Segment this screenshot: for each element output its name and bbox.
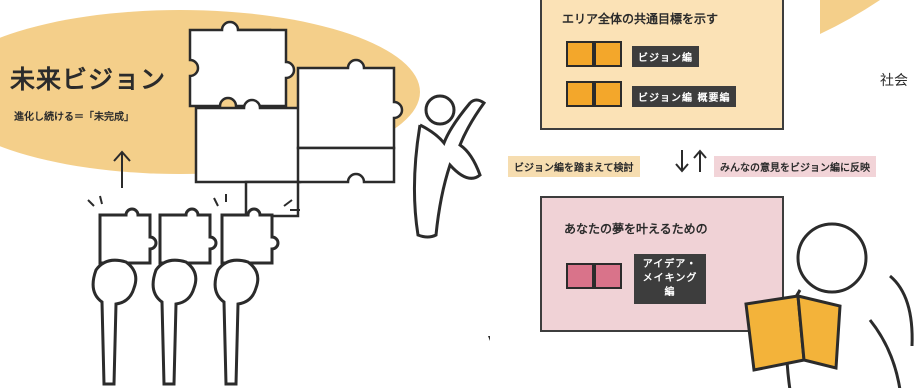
idea-making-heading: あなたの夢を叶えるための: [564, 222, 708, 236]
common-goal-heading: エリア全体の共通目標を示す: [562, 12, 719, 26]
vision-illustration: [0, 10, 490, 386]
reflect-tag: みんなの意見をビジョン編に反映: [714, 156, 876, 177]
vision-title: 未来ビジョン: [10, 65, 167, 94]
person-icon: [744, 222, 914, 388]
vision-subtitle: 進化し続ける＝「未完成」: [14, 112, 134, 123]
vision-summary-label: ビジョン編 概要編: [632, 86, 737, 107]
open-book-icon: [566, 263, 622, 289]
person-icon: [412, 94, 487, 239]
arrow-up-icon: [113, 150, 131, 188]
idea-making-label-line2: メイキング編: [642, 273, 698, 298]
puzzle-piece-icon: [188, 20, 404, 218]
arrow-down-icon: [675, 150, 689, 173]
consider-tag: ビジョン編を踏まえて検討: [508, 156, 640, 177]
right-partial-text: 社会: [880, 73, 908, 89]
idea-making-label-line1: アイデア・: [642, 259, 698, 270]
open-book-icon: [744, 294, 842, 372]
open-book-icon: [566, 81, 622, 107]
vision-label: ビジョン編: [632, 46, 699, 67]
hand-icon: [91, 207, 280, 386]
decoration-shape: [820, 0, 880, 34]
idea-making-label: アイデア・ メイキング編: [634, 254, 706, 304]
arrow-up-icon: [693, 149, 707, 172]
open-book-icon: [566, 41, 622, 67]
